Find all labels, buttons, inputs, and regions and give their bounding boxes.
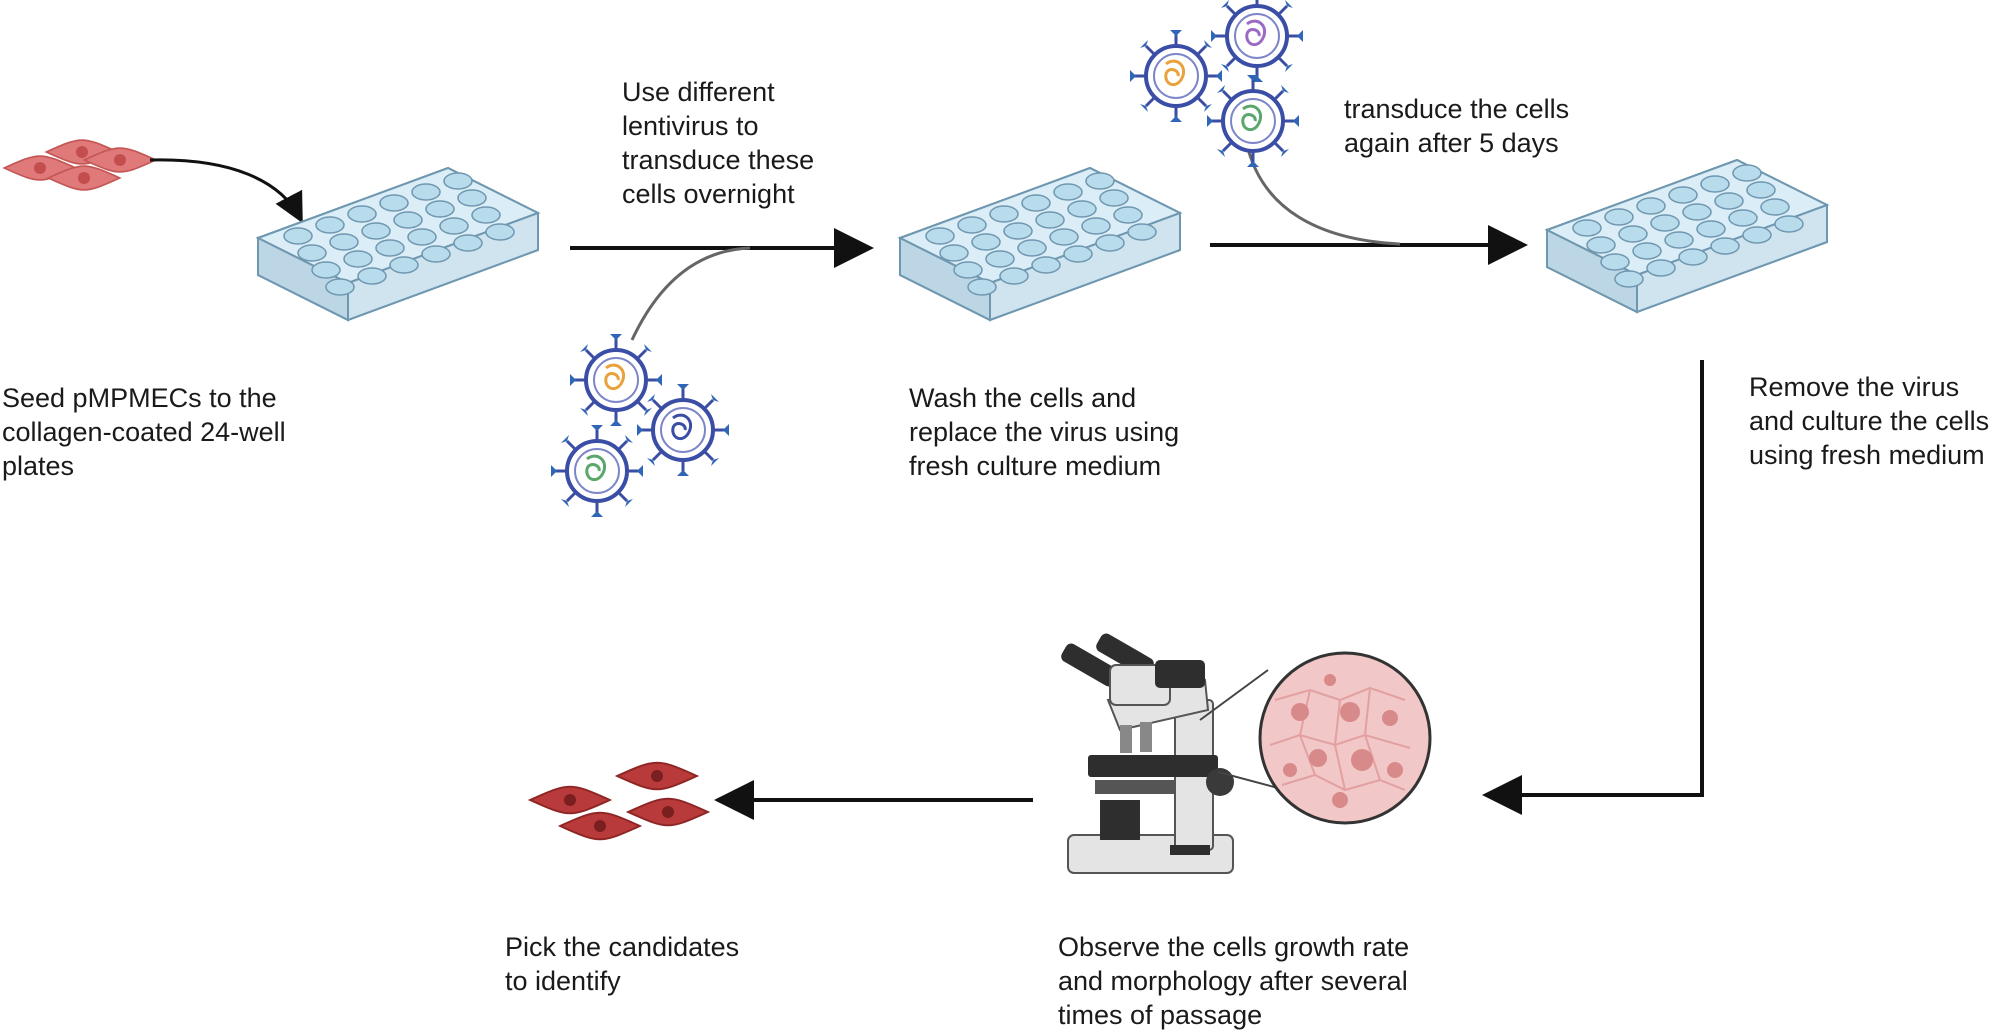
well [1728,209,1758,227]
well [347,205,377,223]
well [443,172,473,190]
well [1081,217,1111,235]
well [411,183,441,201]
well [1650,214,1680,232]
well [357,267,387,285]
step-seed-label: Seed pMPMECs to the collagen-coated 24-w… [2,383,286,481]
seed-arrow [149,158,303,224]
step-pick-label: Pick the candidates to identify [505,932,740,996]
well [1760,198,1790,216]
step-observe-label: Observe the cells growth rate and morpho… [1058,932,1410,1030]
well [329,233,359,251]
well [485,223,515,241]
well [1017,239,1047,257]
well [453,234,483,252]
well [985,250,1015,268]
virus-entry-curve [630,246,751,341]
well [1746,181,1776,199]
well [315,216,345,234]
well [1586,236,1616,254]
well [1646,259,1676,277]
well [1664,231,1694,249]
well [1668,186,1698,204]
well [297,244,327,262]
well [1710,237,1740,255]
step-transduce-again-label: transduce the cells again after 5 days [1344,94,1570,158]
well [425,200,455,218]
arrow-icon [1482,360,1704,815]
well [311,261,341,279]
well [1714,192,1744,210]
well [1742,226,1772,244]
seed-cells-icon [3,139,157,191]
well [1678,248,1708,266]
well [1113,206,1143,224]
well [957,216,987,234]
well [1035,211,1065,229]
well-plate-icon [1546,159,1828,313]
step-remove-virus-label: Remove the virus and culture the cells u… [1749,372,1990,470]
well [1053,183,1083,201]
well [393,211,423,229]
well [1085,172,1115,190]
microscope-icon [1061,633,1234,874]
well [1732,164,1762,182]
well [971,233,1001,251]
well [1604,208,1634,226]
well [939,244,969,262]
lentivirus-icon [549,332,731,519]
well [375,239,405,257]
step-wash-label: Wash the cells and replace the virus usi… [909,383,1180,481]
well [1600,253,1630,271]
step-transduce-overnight-label: Use different lentivirus to transduce th… [622,77,815,209]
well [421,245,451,263]
well [439,217,469,235]
well [1700,175,1730,193]
well [1049,228,1079,246]
well [325,278,355,296]
well [925,227,955,245]
well [1614,270,1644,288]
well [1067,200,1097,218]
well [389,256,419,274]
well [1063,245,1093,263]
well [1618,225,1648,243]
magnified-cells-icon [1258,651,1432,825]
well [361,222,391,240]
well [1774,215,1804,233]
well [1003,222,1033,240]
zoom-line [1199,669,1269,721]
well [1031,256,1061,274]
well [1095,234,1125,252]
well [471,206,501,224]
well [953,261,983,279]
zoom-line [1217,771,1279,789]
well [989,205,1019,223]
well-plate-icon [257,167,539,321]
well [1696,220,1726,238]
well [999,267,1029,285]
well-plate-icon [899,167,1181,321]
well [1021,194,1051,212]
well [967,278,997,296]
picked-cells-icon [529,761,709,841]
well [379,194,409,212]
well [407,228,437,246]
well [1127,223,1157,241]
well [283,227,313,245]
well [1632,242,1662,260]
well [1099,189,1129,207]
well [1636,197,1666,215]
well [457,189,487,207]
lentivirus-icon [1128,0,1305,169]
well [1572,219,1602,237]
well [1682,203,1712,221]
well [343,250,373,268]
